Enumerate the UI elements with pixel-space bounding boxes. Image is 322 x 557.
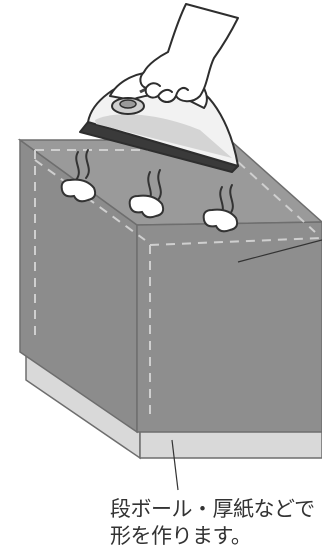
box-front-face	[137, 222, 322, 432]
hand-icon	[140, 4, 238, 102]
caption: 段ボール・厚紙などで 形を作ります。	[110, 496, 322, 550]
caption-line-1: 段ボール・厚紙などで	[110, 496, 322, 523]
caption-line-2: 形を作ります。	[110, 523, 322, 550]
